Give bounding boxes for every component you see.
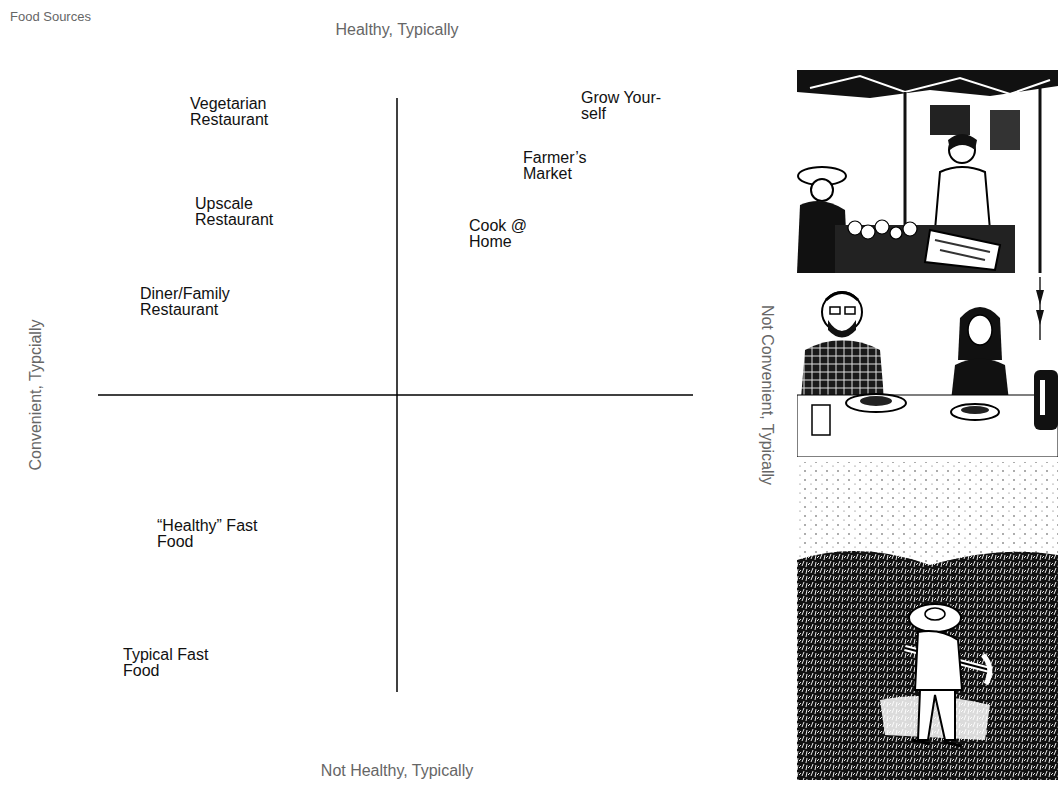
garden-photo xyxy=(797,462,1058,780)
garden-photo-part xyxy=(912,740,962,746)
market-photo-part xyxy=(935,240,990,260)
quadrant-axes xyxy=(98,98,693,692)
market-photo-part xyxy=(948,134,977,150)
axis-label: Healthy, Typically xyxy=(335,21,458,39)
market-photo-part xyxy=(925,230,1000,270)
dinner-photo-part xyxy=(958,307,1002,360)
market-photo-part xyxy=(990,110,1020,150)
dinner-photo-part xyxy=(826,293,858,301)
market-photo-part xyxy=(810,76,1050,94)
market-photo-part xyxy=(797,70,1058,98)
market-photo-part-part xyxy=(875,220,889,234)
axis-label: Not Healthy, Typically xyxy=(321,762,473,780)
dinner-photo-part xyxy=(961,406,989,414)
axis-label: Not Convenient, Typically xyxy=(758,305,776,485)
axis-label: Convenient, Typcially xyxy=(27,320,45,471)
dinner-photo-part xyxy=(1039,277,1041,340)
dinner-photo-part xyxy=(951,404,999,420)
market-photo-part-part xyxy=(890,227,902,239)
dinner-photo-part xyxy=(797,277,1058,457)
market-photo-part-part xyxy=(861,225,875,239)
dinner-photo-part xyxy=(1040,380,1045,415)
market-photo-part xyxy=(797,70,1058,273)
dinner-photo-part xyxy=(968,315,992,345)
quadrant-axes-part xyxy=(98,394,693,396)
food-source: Cook @ Home xyxy=(469,218,537,250)
market-photo-part xyxy=(835,225,1015,273)
market-photo-part xyxy=(848,220,917,239)
food-source: Diner/Family Restaurant xyxy=(140,286,258,318)
garden-photo-part xyxy=(915,631,962,690)
food-source: Vegetarian Restaurant xyxy=(190,96,285,128)
dinner-photo xyxy=(797,277,1058,457)
food-source: “Healthy” Fast Food xyxy=(157,518,282,550)
dinner-photo-part xyxy=(1034,370,1058,430)
garden-photo-part xyxy=(918,690,955,740)
food-source: Upscale Restaurant xyxy=(195,196,290,228)
market-photo-part xyxy=(811,179,833,201)
dinner-photo-part xyxy=(845,307,855,314)
dinner-photo-part xyxy=(846,394,906,412)
food-source: Farmer’s Market xyxy=(523,150,601,182)
dinner-photo-part xyxy=(830,307,840,314)
garden-photo-part xyxy=(925,608,945,620)
market-photo-part xyxy=(1039,86,1042,273)
garden-photo-part xyxy=(797,462,1058,780)
food-source: Grow Your- self xyxy=(581,90,673,122)
market-photo xyxy=(797,70,1058,273)
market-photo-part xyxy=(935,167,990,230)
garden-photo-part xyxy=(983,655,990,684)
dinner-photo-part xyxy=(797,395,1058,457)
market-photo-part-part xyxy=(903,222,917,236)
market-photo-part-part xyxy=(848,221,862,235)
dinner-photo-part xyxy=(828,320,856,338)
garden-photo-part xyxy=(909,604,961,632)
garden-photo-part xyxy=(797,551,1058,780)
dinner-photo-part xyxy=(860,396,892,406)
chart-title: Food Sources xyxy=(10,9,91,24)
dinner-photo-part xyxy=(812,405,830,435)
dinner-photo-part xyxy=(1036,290,1044,325)
garden-photo-part xyxy=(880,696,990,740)
food-source: Typical Fast Food xyxy=(123,647,235,679)
market-photo-part xyxy=(930,105,970,135)
